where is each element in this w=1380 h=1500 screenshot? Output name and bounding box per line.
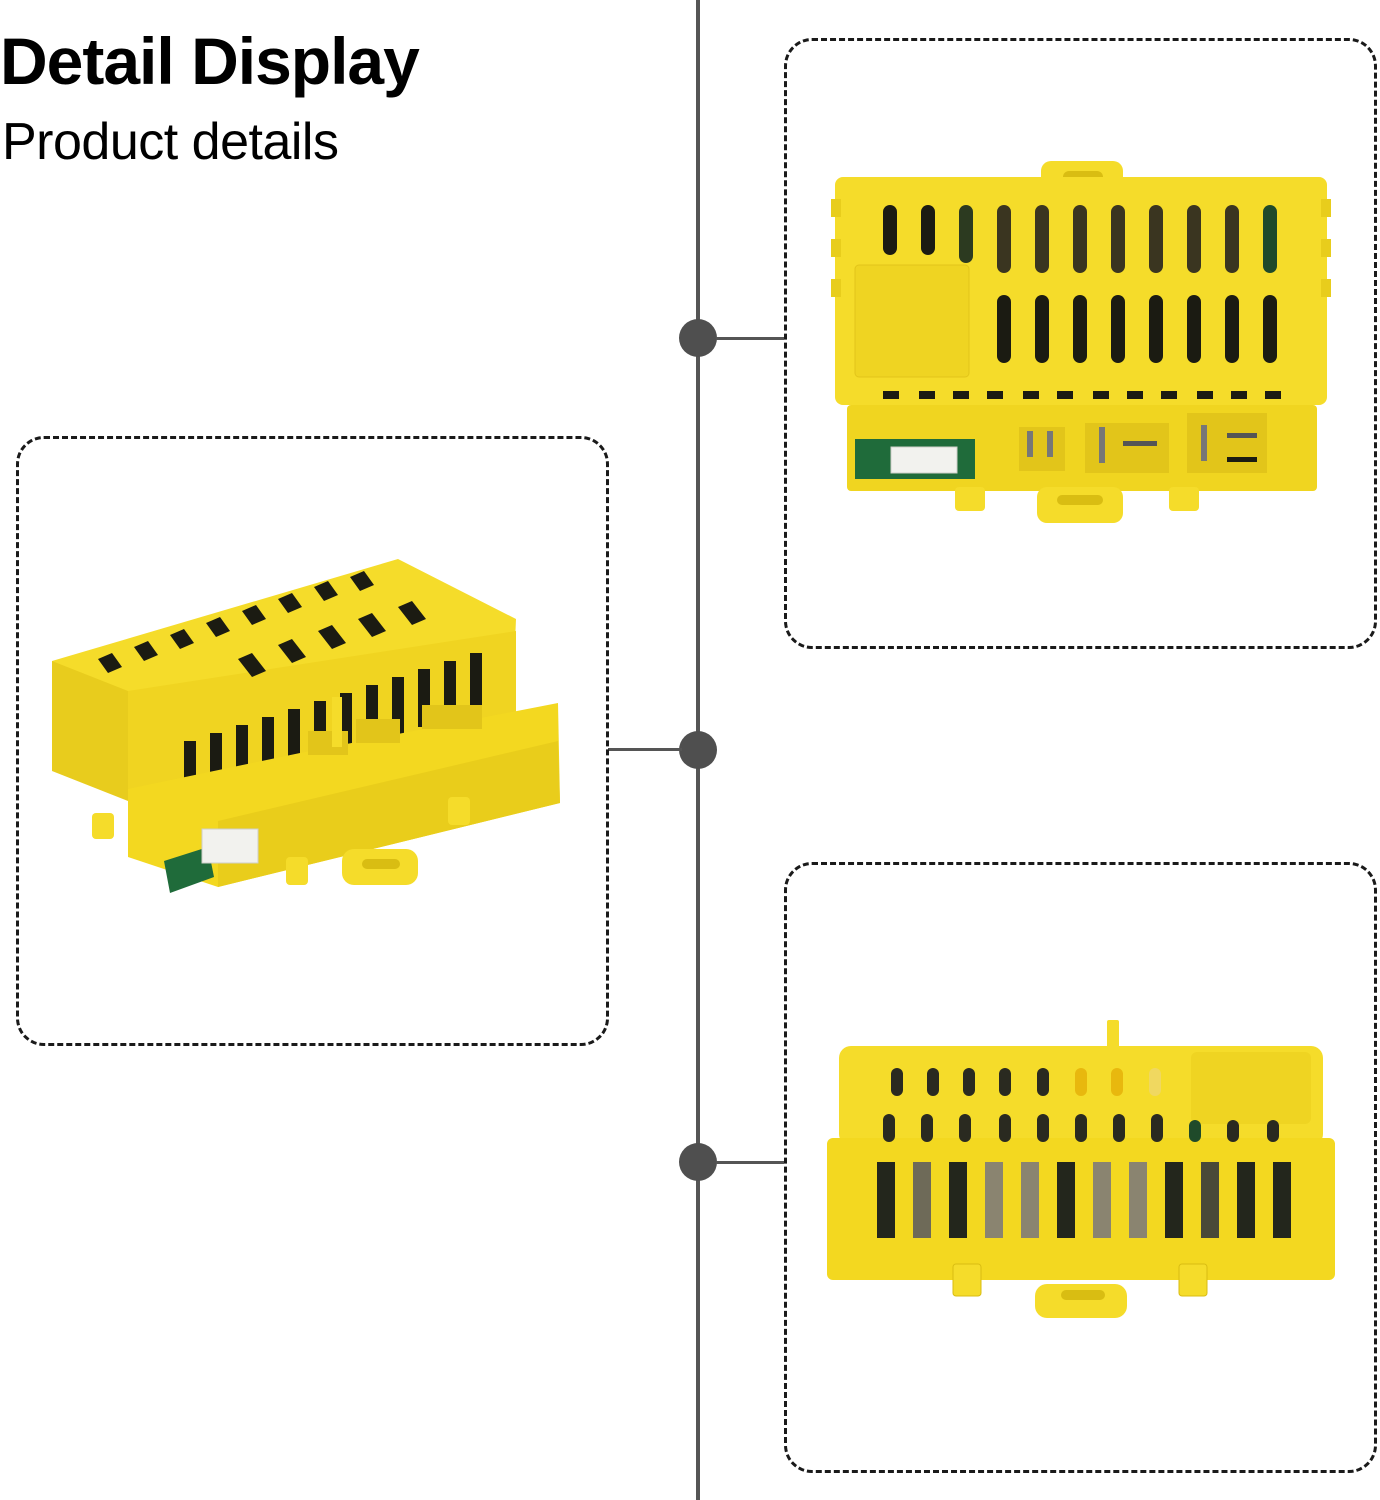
connector-top bbox=[716, 337, 784, 340]
product-image-side-view bbox=[826, 1019, 1335, 1318]
product-image-angled-view bbox=[51, 559, 560, 893]
timeline-dot-middle bbox=[679, 731, 717, 769]
product-panel-side-view bbox=[784, 862, 1377, 1473]
connector-bottom bbox=[716, 1161, 784, 1164]
product-panel-top-view bbox=[784, 38, 1377, 649]
product-panel-angled-view bbox=[16, 436, 609, 1046]
timeline-dot-top bbox=[679, 319, 717, 357]
page-subtitle: Product details bbox=[2, 113, 339, 171]
timeline-dot-bottom bbox=[679, 1143, 717, 1181]
product-image-top-view bbox=[830, 160, 1331, 523]
page-title: Detail Display bbox=[0, 24, 420, 98]
connector-middle bbox=[608, 748, 682, 751]
